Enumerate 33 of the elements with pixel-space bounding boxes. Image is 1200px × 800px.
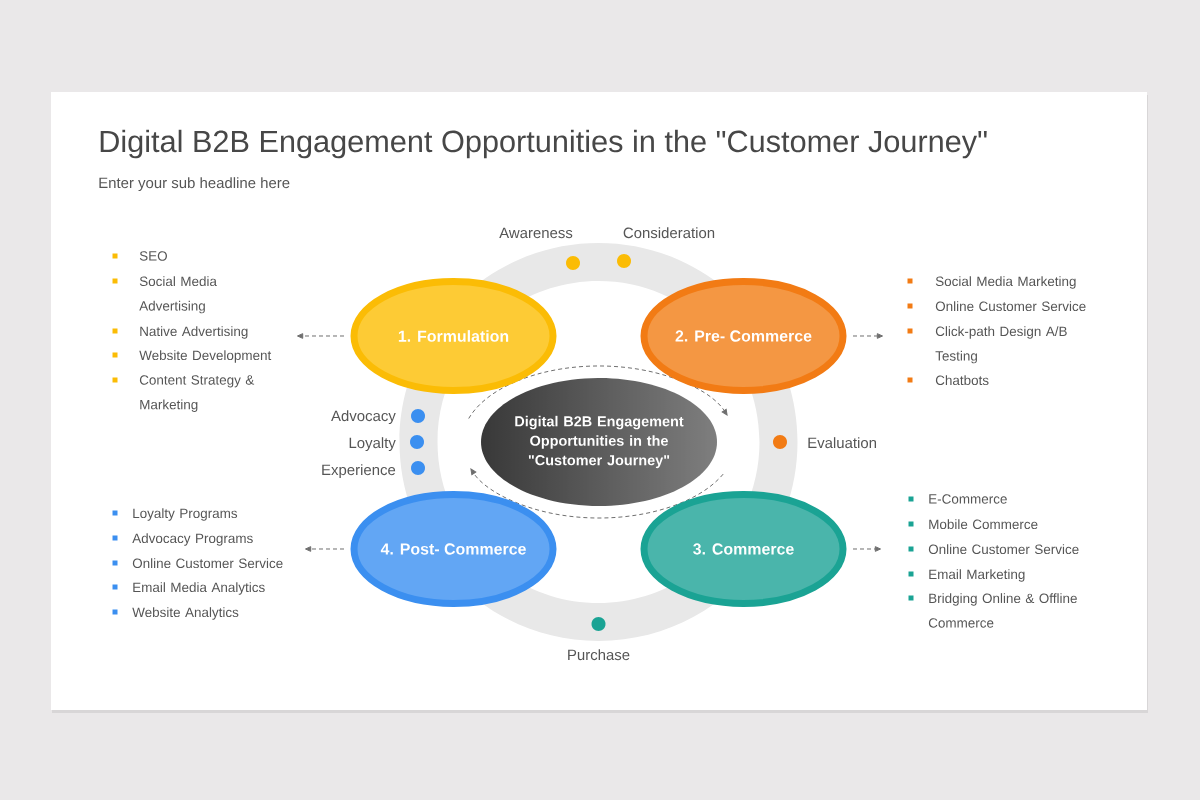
step-label: Experience [322, 464, 396, 479]
center-title: Digital B2B Engagement Opportunities in the "Customer Journey" [515, 415, 684, 469]
list-item: Website Development [139, 350, 272, 363]
list-item: Content Strategy & Marketing [139, 375, 255, 412]
step-label: Evaluation [808, 437, 876, 449]
list-item: Mobile Commerce [929, 519, 1038, 530]
subtitle: Enter your sub headline here [99, 177, 290, 192]
list-item: Click-path Design A/B Testing [935, 326, 1067, 364]
title: Digital B2B Engagement Opportunities in the "Customer Journey" [100, 129, 987, 159]
list-item: Email Marketing [929, 569, 1025, 582]
list-item: Native Advertising [140, 326, 248, 339]
list-item: Social Media Marketing [935, 276, 1076, 289]
list-item: Advocacy Programs [132, 533, 253, 546]
list-item: Social Media Advertising [139, 276, 217, 314]
dashed-arrow [305, 546, 345, 552]
list-item: Online Customer Service [928, 544, 1079, 555]
list-item: Website Analytics [132, 607, 239, 620]
step-label: Awareness [499, 227, 573, 239]
list-item: Loyalty Programs [133, 508, 238, 521]
dashed-arrow [852, 546, 882, 552]
dashed-arrow [852, 333, 884, 339]
step-label: Loyalty [349, 437, 396, 452]
list-item: Online Customer Service [132, 558, 283, 569]
list-item: Email Media Analytics [133, 582, 265, 595]
list-item: Chatbots [935, 375, 989, 386]
list-item: E-Commerce [929, 494, 1007, 504]
list-item: Online Customer Service [935, 301, 1086, 312]
dashed-arrow [297, 333, 345, 339]
step-label: Consideration [623, 227, 715, 239]
list-item: Bridging Online & Offline Commerce [928, 593, 1077, 628]
step-label: Purchase [568, 649, 630, 661]
step-label: Advocacy [331, 410, 396, 425]
list-item: SEO [139, 251, 167, 261]
